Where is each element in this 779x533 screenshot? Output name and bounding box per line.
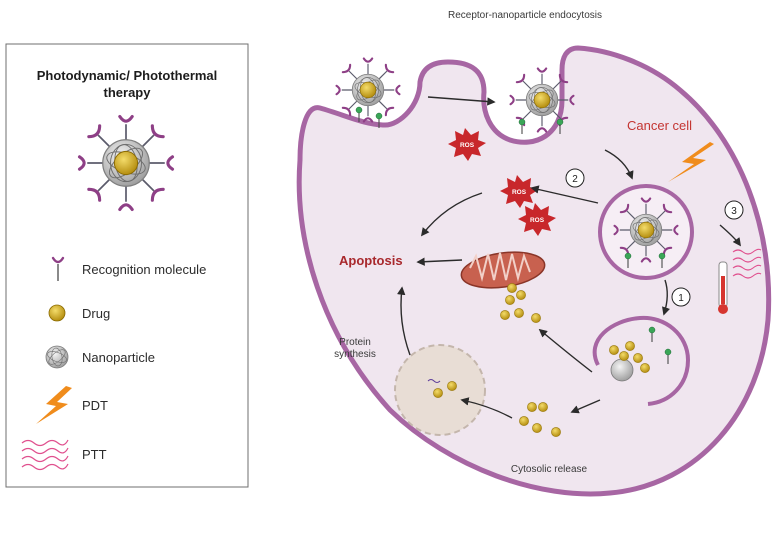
pdt-lightning-icon (36, 386, 72, 424)
ros-burst-3: ROS (518, 203, 556, 236)
ros-burst-1: ROS (448, 128, 486, 161)
mitochondrion (460, 251, 546, 289)
nucleus-drugs (427, 379, 457, 398)
protein-synthesis-label: Protein (339, 337, 371, 348)
recognition-molecule-icon (51, 256, 65, 281)
legend-label-drug: Drug (82, 306, 110, 321)
svg-text:ROS: ROS (530, 217, 545, 224)
svg-text:3: 3 (731, 206, 737, 217)
ros-burst-2: ROS (500, 175, 538, 208)
step-marker-1: 1 (671, 287, 691, 307)
legend-label-nanoparticle: Nanoparticle (82, 350, 155, 365)
svg-text:ROS: ROS (512, 189, 527, 196)
endocytosis-label: Receptor-nanoparticle endocytosis (448, 10, 602, 21)
svg-text:ROS: ROS (460, 142, 475, 149)
pdt-lightning-icon (668, 142, 714, 182)
svg-text:2: 2 (572, 174, 578, 185)
apoptosis-label: Apoptosis (339, 253, 403, 268)
legend-title: Photodynamic/ Photothermal (37, 68, 218, 83)
vesicle-contents (609, 326, 672, 382)
legend-label-ptt: PTT (82, 447, 107, 462)
extracellular-nanoparticle (335, 57, 401, 123)
pathway-arrows (397, 96, 741, 419)
legend-box (5, 43, 249, 488)
step-marker-2: 2 (565, 168, 585, 188)
cytosolic-release-label: Cytosolic release (511, 464, 588, 475)
release-vesicle (592, 315, 691, 406)
ptt-heat-waves-icon (732, 248, 762, 279)
svg-text:1: 1 (678, 293, 684, 304)
thermometer-icon (718, 261, 728, 314)
step-marker-3: 3 (724, 200, 744, 220)
protein-synthesis-label-line2: synthesis (334, 349, 376, 360)
legend-label-pdt: PDT (82, 398, 108, 413)
ptt-heat-waves-icon (21, 439, 69, 471)
cancer-cell-label: Cancer cell (627, 118, 692, 133)
legend-label-recognition: Recognition molecule (82, 262, 206, 277)
drug-icon (48, 304, 66, 322)
legend-title-line2: therapy (104, 85, 152, 100)
nanoparticle-icon (45, 345, 69, 369)
